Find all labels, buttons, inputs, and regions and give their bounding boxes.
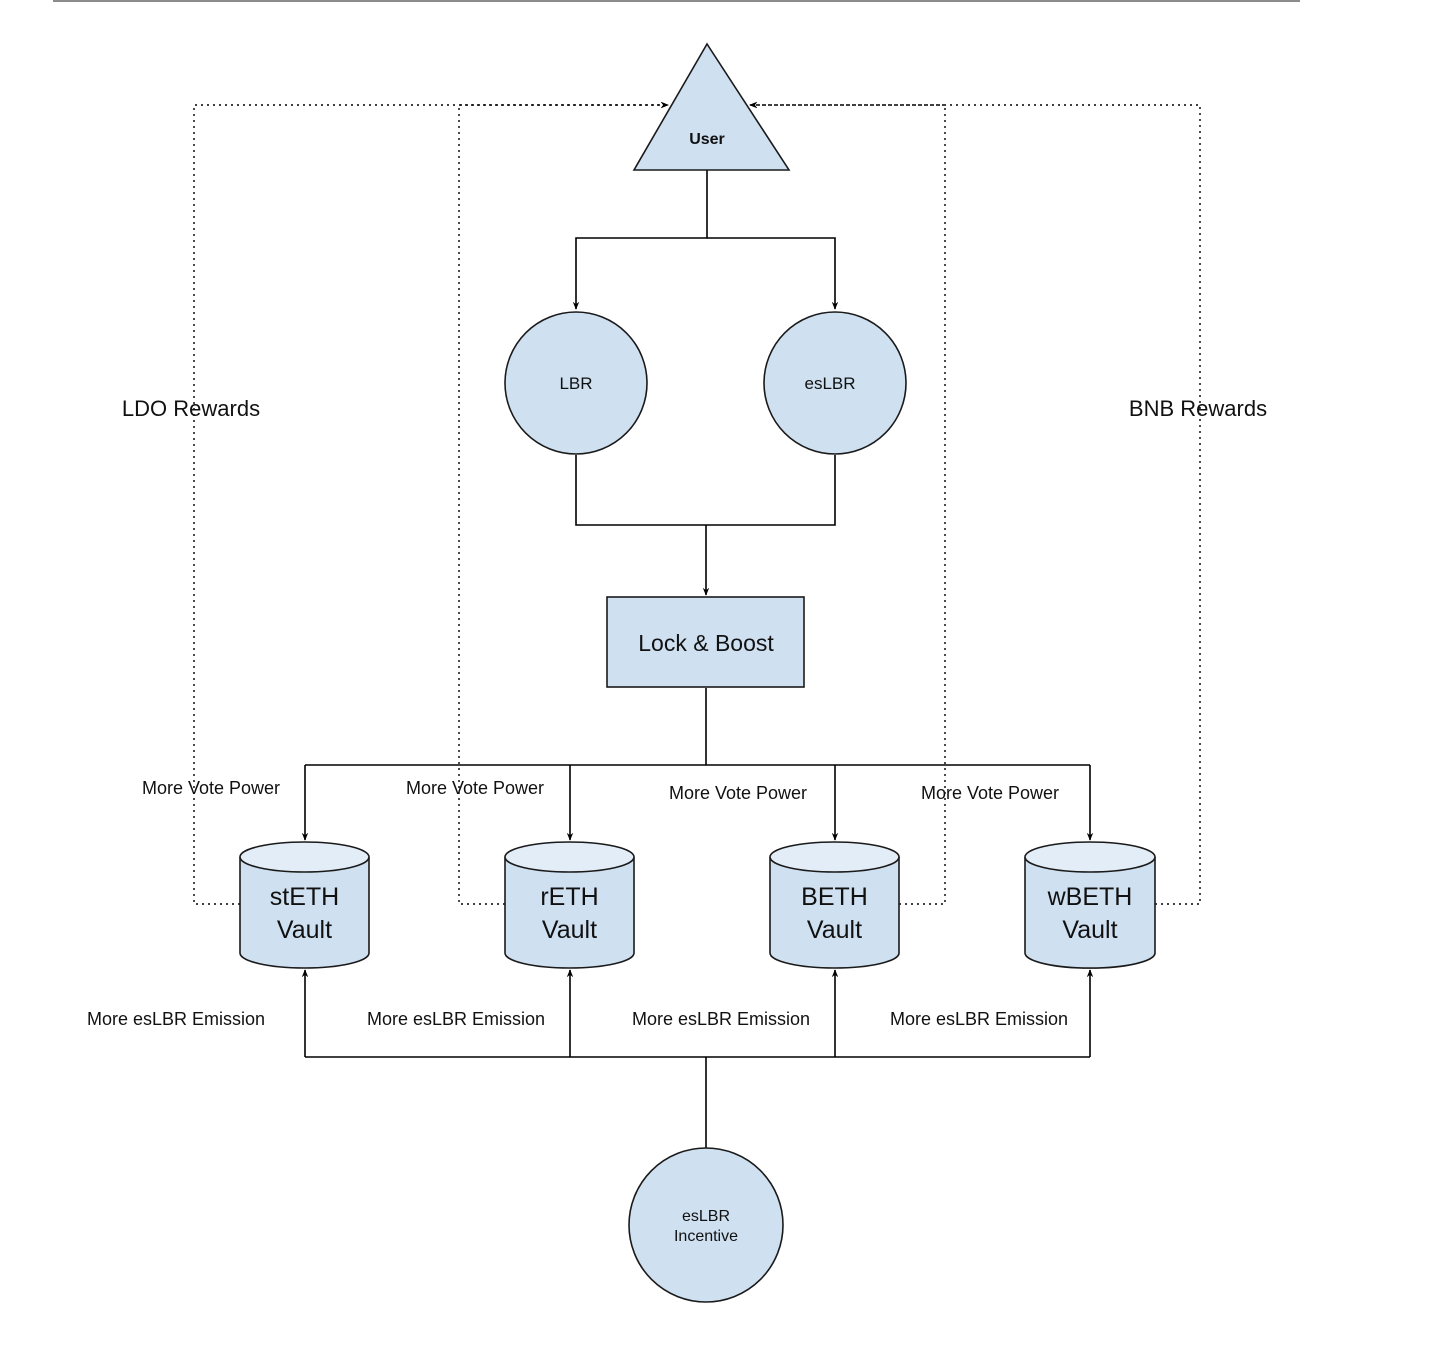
- vault-reth-name: rETH: [540, 883, 598, 911]
- vault-wbeth-word: Vault: [1062, 916, 1117, 944]
- vault-steth-word: Vault: [277, 916, 332, 944]
- vault-beth-name: BETH: [801, 883, 868, 911]
- vault-wbeth-body: [1024, 857, 1156, 969]
- lock-boost-label: Lock & Boost: [638, 630, 774, 656]
- emission-label-reth: More esLBR Emission: [367, 1009, 545, 1029]
- eslbr-node: esLBR: [763, 311, 907, 455]
- user-label: User: [689, 131, 725, 148]
- reth-reward-loop: [458, 101, 669, 905]
- eslbr-circle: [763, 311, 907, 455]
- user-node: User: [632, 42, 791, 171]
- ldo-rewards-label: LDO Rewards: [122, 396, 260, 421]
- tokens-merge-edge: [575, 455, 836, 526]
- bnb-rewards-label: BNB Rewards: [1129, 396, 1267, 421]
- lock-boost-node: Lock & Boost: [606, 596, 805, 688]
- incentive-node: esLBR Incentive: [628, 1147, 784, 1303]
- incentive-label-line2: Incentive: [674, 1228, 738, 1245]
- vault-reth-body: [504, 857, 635, 969]
- vault-reth: rETH Vault: [504, 841, 635, 969]
- lock-boost-box: [606, 596, 805, 688]
- lbr-label: LBR: [559, 374, 592, 393]
- user-to-eslbr-edge: [707, 237, 839, 310]
- vote-power-label-beth: More Vote Power: [669, 783, 807, 803]
- lbr-circle: [504, 311, 648, 455]
- vault-steth-name: stETH: [270, 883, 339, 911]
- top-divider: [53, 0, 1300, 2]
- vote-power-label-steth: More Vote Power: [142, 778, 280, 798]
- incentive-label-line1: esLBR: [682, 1208, 730, 1225]
- vote-power-label-wbeth: More Vote Power: [921, 783, 1059, 803]
- edges: [301, 170, 1094, 1148]
- emission-label-beth: More esLBR Emission: [632, 1009, 810, 1029]
- steth-reward-loop: [193, 101, 669, 905]
- vault-steth-body: [239, 857, 370, 969]
- wbeth-reward-loop: [749, 101, 1201, 905]
- emission-label-wbeth: More esLBR Emission: [890, 1009, 1068, 1029]
- incentive-circle: [628, 1147, 784, 1303]
- user-to-lbr-edge: [572, 170, 708, 310]
- emission-label-steth: More esLBR Emission: [87, 1009, 265, 1029]
- vault-beth-word: Vault: [807, 916, 862, 944]
- reward-loops: [193, 101, 1201, 905]
- lbr-node: LBR: [504, 311, 648, 455]
- vault-wbeth-top: [1024, 841, 1156, 873]
- vault-beth-top: [769, 841, 900, 873]
- user-triangle: [632, 42, 791, 171]
- vault-wbeth-name: wBETH: [1047, 883, 1133, 911]
- vault-beth-body: [769, 857, 900, 969]
- vault-reth-top: [504, 841, 635, 873]
- vault-steth-top: [239, 841, 370, 873]
- vault-wbeth: wBETH Vault: [1024, 841, 1156, 969]
- vault-beth: BETH Vault: [769, 841, 900, 969]
- beth-reward-loop: [749, 101, 946, 905]
- vault-reth-word: Vault: [542, 916, 597, 944]
- vault-steth: stETH Vault: [239, 841, 370, 969]
- eslbr-label: esLBR: [804, 374, 855, 393]
- vote-power-label-reth: More Vote Power: [406, 778, 544, 798]
